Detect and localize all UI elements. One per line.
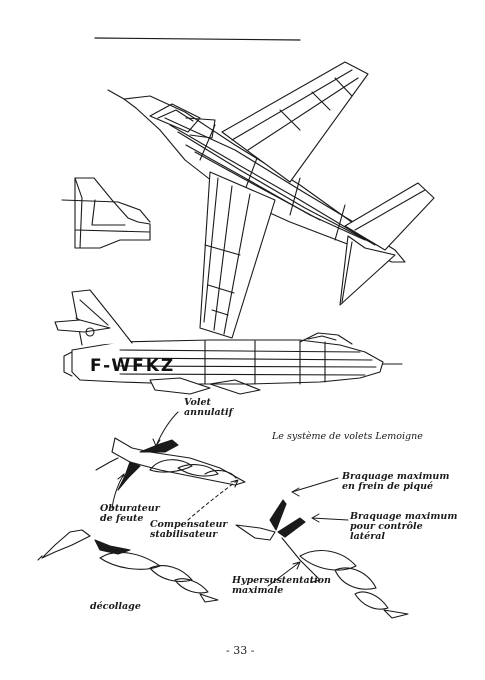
aircraft-registration: F-WFKZ xyxy=(90,356,176,376)
label-braquage-lateral-line2: pour contrôle xyxy=(350,521,423,532)
aircraft-side-view xyxy=(54,289,403,395)
label-hyper-line2: maximale xyxy=(232,585,284,596)
label-braquage-frein-line1: Braquage maximum xyxy=(342,471,450,482)
label-obturateur-line1: Obturateur xyxy=(100,503,160,514)
flap-diagram-takeoff xyxy=(37,529,219,603)
label-volet-line2: annulatif xyxy=(184,407,233,418)
page-number: - 33 - xyxy=(226,644,255,657)
label-braquage-lateral-line3: latéral xyxy=(350,531,385,542)
label-braquage-frein-line2: en frein de piqué xyxy=(342,481,434,492)
tail-detail-view xyxy=(61,177,151,249)
flap-diagram-brakes xyxy=(235,499,409,619)
label-obturateur-line2: de feute xyxy=(100,513,144,524)
label-hyper-line1: Hypersustentation xyxy=(232,575,331,586)
label-decollage: décollage xyxy=(90,601,141,612)
label-compensateur-line1: Compensateur xyxy=(150,519,228,530)
aircraft-plan-view xyxy=(107,61,435,339)
label-volet-line1: Volet xyxy=(184,397,211,408)
label-compensateur-line2: stabilisateur xyxy=(150,529,218,540)
top-rule xyxy=(94,37,301,41)
flap-diagram-annular xyxy=(95,437,246,491)
diagram-title: Le système de volets Lemoigne xyxy=(272,431,423,442)
label-braquage-lateral-line1: Braquage maximum xyxy=(350,511,458,522)
leader-arrows xyxy=(111,411,349,587)
